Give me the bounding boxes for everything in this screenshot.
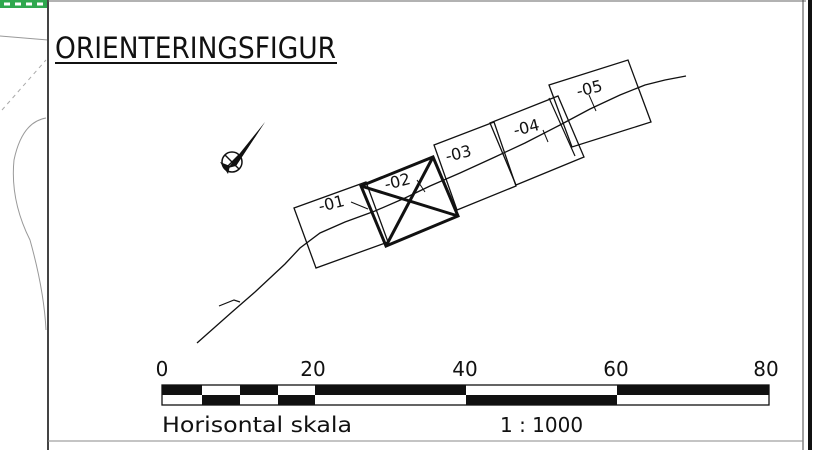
green-marker (0, 0, 48, 8)
sheet-outlines (293, 59, 652, 269)
drawing-title: ORIENTERINGSFIGUR (55, 31, 336, 65)
scale-tick-60: 60 (603, 357, 628, 381)
scale-tick-80: 80 (753, 357, 778, 381)
sheet-02-highlight (359, 155, 460, 248)
sheet-03-outline (433, 121, 517, 211)
sheet-label-01: -01 (316, 191, 346, 216)
scale-bar: 0 20 40 60 80 Horisontal skala 1 : 1000 (156, 357, 779, 437)
road-centerline (196, 75, 687, 344)
right-frame-border (808, 0, 828, 450)
sheet-label-04: -04 (511, 115, 541, 140)
sheet-04-outline (489, 95, 585, 186)
sheet-05-outline (548, 59, 652, 148)
sheet-label-05: -05 (574, 76, 604, 101)
scale-ratio: 1 : 1000 (500, 413, 583, 437)
scale-tick-0: 0 (156, 357, 169, 381)
left-neighbour-fragment (0, 0, 49, 331)
sheet-label-02: -02 (382, 169, 412, 194)
sheet-label-03: -03 (443, 141, 473, 166)
scale-tick-20: 20 (300, 357, 325, 381)
scale-tick-40: 40 (452, 357, 477, 381)
north-arrow-icon (220, 122, 265, 174)
scale-caption: Horisontal skala (162, 413, 352, 437)
sheet-labels: -01 -02 -03 -04 -05 (316, 76, 604, 216)
